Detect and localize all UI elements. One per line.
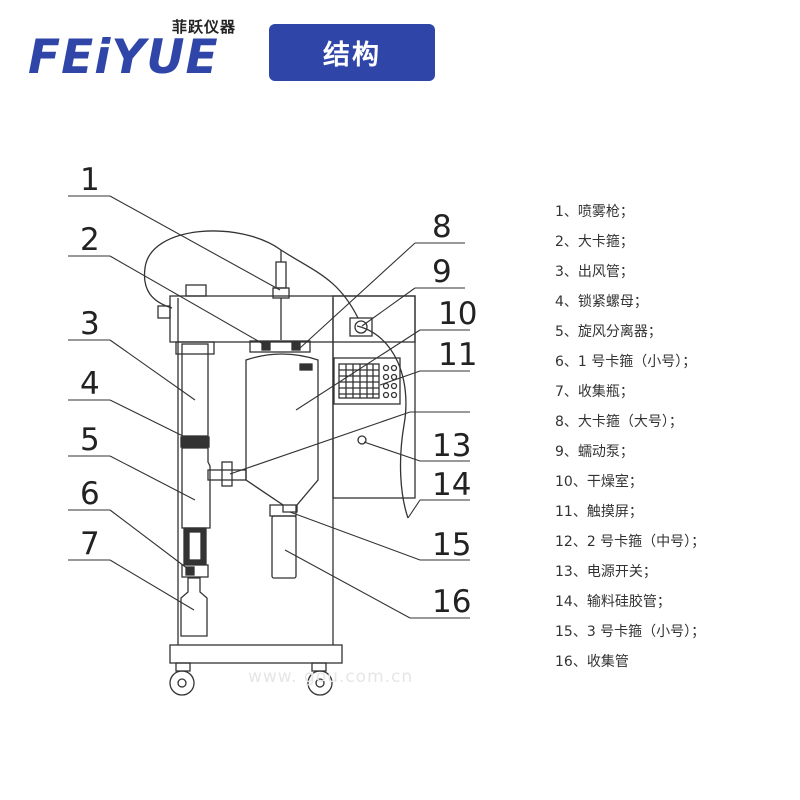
legend-item: 1、喷雾枪； [555, 204, 634, 220]
brand-logo: FEiYUE [28, 30, 219, 85]
component-legend: 1、喷雾枪； 2、大卡箍； 3、出风管； 4、锁紧螺母； 5、旋风分离器； 6、… [555, 201, 705, 681]
legend-item: 6、1 号卡箍（小号）； [555, 354, 697, 370]
large-clamp [249, 340, 311, 353]
cyclone-separator [181, 447, 211, 529]
touch-screen [333, 357, 401, 405]
callout-7: 7 [80, 526, 100, 562]
callout-3: 3 [80, 306, 100, 342]
outlet-pipe [181, 343, 209, 437]
callout-13: 13 [432, 428, 471, 464]
wheel-right [307, 662, 333, 696]
callout-10: 10 [438, 296, 477, 332]
legend-item: 3、出风管； [555, 264, 634, 280]
small-clamp [181, 564, 209, 578]
power-switch [357, 435, 367, 445]
legend-item: 8、大卡箍（大号）； [555, 414, 683, 430]
callout-8: 8 [432, 209, 452, 245]
legend-item: 9、蠕动泵； [555, 444, 634, 460]
callout-4: 4 [80, 366, 100, 402]
legend-item: 5、旋风分离器； [555, 324, 662, 340]
legend-item: 4、锁紧螺母； [555, 294, 648, 310]
peristaltic-pump [349, 317, 373, 337]
callout-2: 2 [80, 222, 100, 258]
callout-6: 6 [80, 476, 100, 512]
callout-14: 14 [432, 467, 471, 503]
legend-item: 13、电源开关； [555, 564, 657, 580]
spray-gun [272, 250, 290, 340]
legend-item: 2、大卡箍； [555, 234, 634, 250]
drying-chamber [245, 353, 319, 513]
legend-item: 16、收集管 [555, 654, 629, 670]
callout-9: 9 [432, 254, 452, 290]
watermark: www. gou.com.cn [248, 667, 413, 687]
legend-item: 7、收集瓶； [555, 384, 634, 400]
legend-item: 11、触摸屏； [555, 504, 643, 520]
collection-bottle [180, 577, 208, 637]
legend-item: 14、输料硅胶管； [555, 594, 671, 610]
legend-item: 15、3 号卡箍（小号）； [555, 624, 706, 640]
brand-chinese-name: 菲跃仪器 [172, 18, 237, 36]
silicone-feed-tube [356, 325, 409, 519]
machine-base [169, 644, 343, 664]
callout-5: 5 [80, 422, 100, 458]
collection-tube [271, 515, 297, 579]
wheel-left [169, 662, 195, 696]
top-housing [169, 295, 416, 343]
legend-item: 10、干燥室； [555, 474, 643, 490]
callout-16: 16 [432, 584, 471, 620]
section-title-badge: 结构 [269, 24, 435, 81]
control-cabinet [332, 295, 416, 499]
legend-item: 12、2 号卡箍（中号）； [555, 534, 706, 550]
callout-11: 11 [438, 337, 477, 373]
callout-15: 15 [432, 527, 471, 563]
callout-1: 1 [80, 162, 100, 198]
